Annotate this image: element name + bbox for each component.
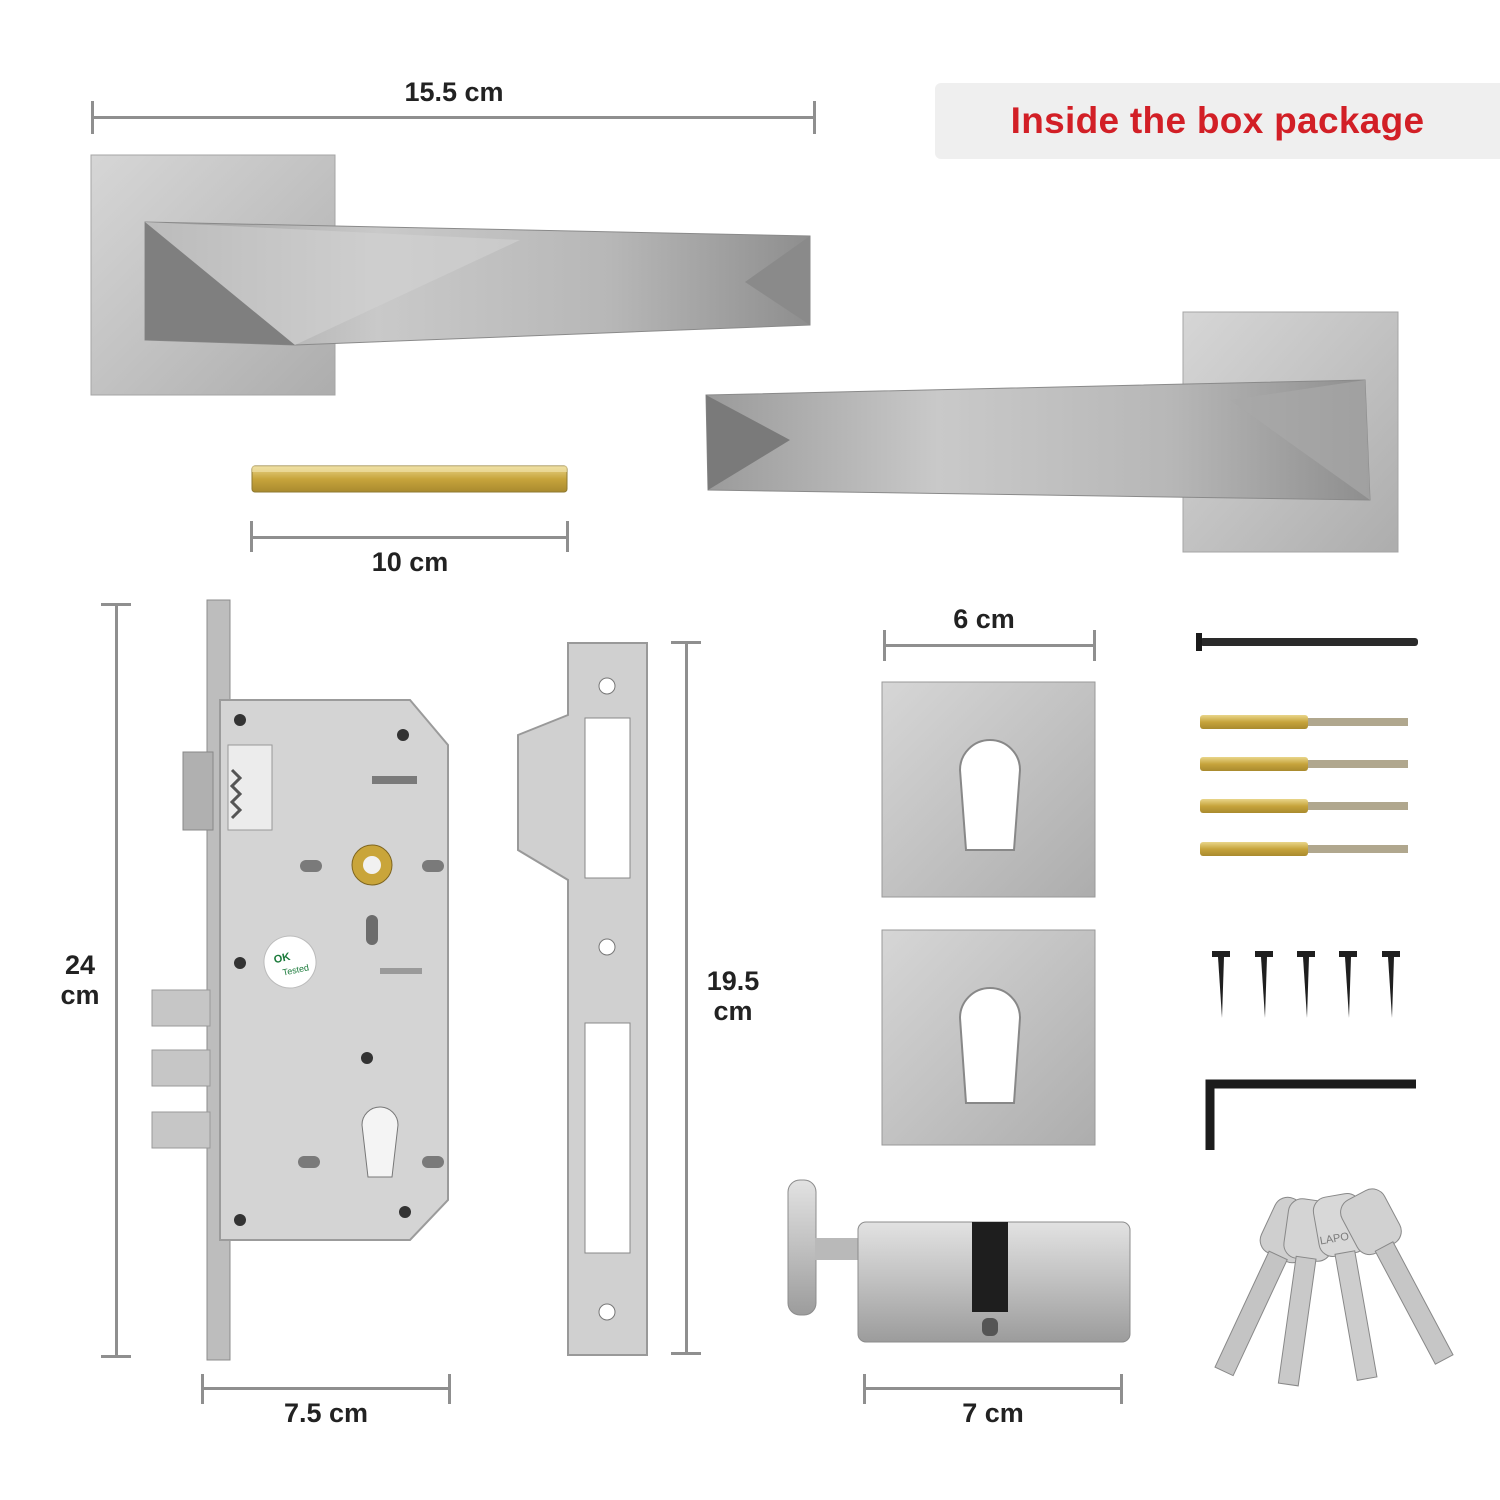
dimension-line-spindle xyxy=(251,536,568,539)
dimension-label-lock-width: 7.5 cm xyxy=(283,1398,369,1428)
dimension-cap xyxy=(671,641,701,644)
dimension-line-strike-height xyxy=(685,642,688,1354)
dimension-line-lock-width xyxy=(202,1387,450,1390)
sticker-text-ok: OK xyxy=(273,951,292,966)
ok-tested-sticker: OK Tested xyxy=(263,935,317,989)
dimension-label-escutcheon: 6 cm xyxy=(953,604,1015,634)
dimension-cap xyxy=(101,1355,131,1358)
dimension-line-lock-height xyxy=(115,604,118,1357)
wood-screws xyxy=(1212,951,1400,1018)
dimension-cap xyxy=(250,521,253,552)
lever-handle-left xyxy=(90,154,811,396)
long-screw xyxy=(1196,633,1418,651)
spindle-bar xyxy=(251,465,568,493)
strike-plate xyxy=(517,642,648,1356)
lever-handle-right xyxy=(705,311,1399,553)
dimension-label-cylinder: 7 cm xyxy=(962,1398,1024,1428)
dimension-cap xyxy=(91,101,94,134)
dimension-cap xyxy=(201,1374,204,1404)
escutcheon-plate-bottom xyxy=(881,929,1096,1146)
dimension-label-handle: 15.5 cm xyxy=(404,77,504,107)
dimension-label-spindle: 10 cm xyxy=(371,547,449,577)
dimension-label-strike-height: 19.5 cm xyxy=(706,966,760,1027)
mortise-lock-body: OK Tested xyxy=(151,599,449,1361)
dimension-line-handle xyxy=(92,116,816,119)
dimension-cap xyxy=(566,521,569,552)
dimension-cap xyxy=(671,1352,701,1355)
dimension-line-cylinder xyxy=(864,1387,1122,1390)
dimension-label-lock-height: 24 cm xyxy=(60,950,100,1011)
lock-cylinder xyxy=(787,1179,1131,1343)
connecting-bolts xyxy=(1200,715,1408,856)
escutcheon-plate-top xyxy=(881,681,1096,898)
header-badge: Inside the box package xyxy=(935,83,1500,159)
dimension-cap xyxy=(1120,1374,1123,1404)
dimension-cap xyxy=(101,603,131,606)
dimension-cap xyxy=(813,101,816,134)
dimension-cap xyxy=(448,1374,451,1404)
dimension-cap xyxy=(883,630,886,661)
key-brand-text: LAPO xyxy=(1319,1231,1350,1248)
key-set: LAPO xyxy=(1214,1188,1454,1387)
page-title: Inside the box package xyxy=(1010,100,1425,141)
dimension-line-escutcheon xyxy=(884,644,1094,647)
dimension-cap xyxy=(1093,630,1096,661)
allen-key xyxy=(1205,1079,1416,1150)
dimension-cap xyxy=(863,1374,866,1404)
